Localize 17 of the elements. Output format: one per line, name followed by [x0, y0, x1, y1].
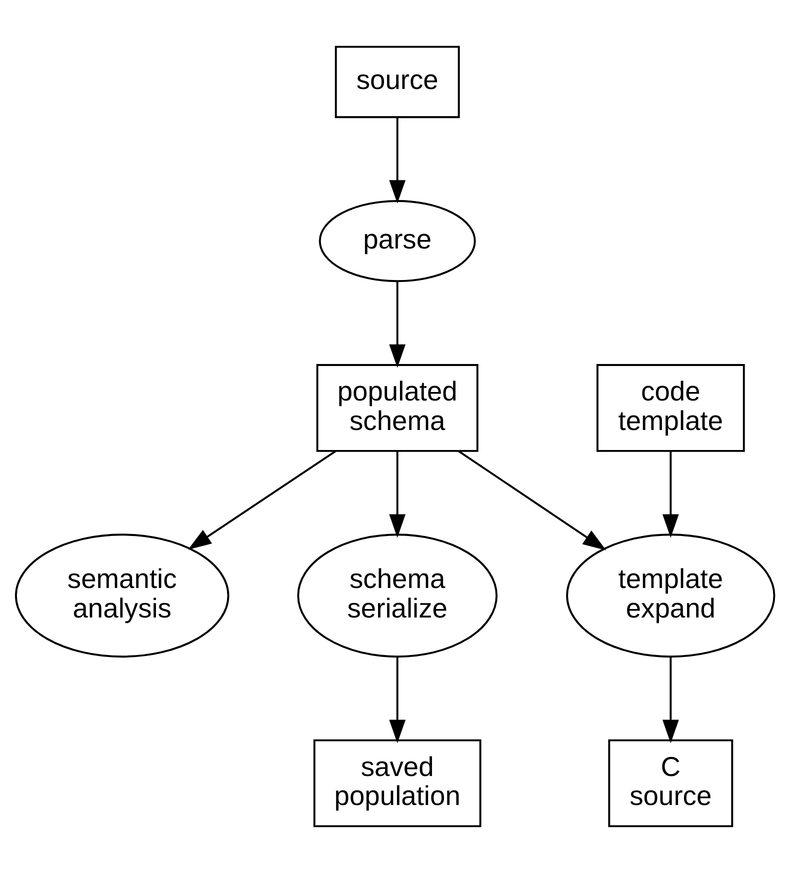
node-box: populated schema [316, 364, 478, 452]
arrow [389, 117, 406, 204]
arrow [188, 450, 336, 550]
node-ellipse: semantic analysis [14, 533, 230, 658]
node-box: source [334, 45, 460, 118]
node-ellipse: template expand [566, 533, 776, 658]
node-ellipse: parse [318, 200, 476, 282]
arrow [389, 281, 406, 368]
arrow [662, 656, 679, 743]
node-box: C source [608, 738, 734, 827]
arrow [389, 656, 406, 743]
node-box: saved population [313, 738, 482, 827]
node-ellipse: schema serialize [297, 533, 498, 658]
arrow [458, 450, 606, 550]
node-box: code template [596, 364, 745, 452]
arrow [389, 451, 406, 538]
arrow [662, 451, 679, 538]
